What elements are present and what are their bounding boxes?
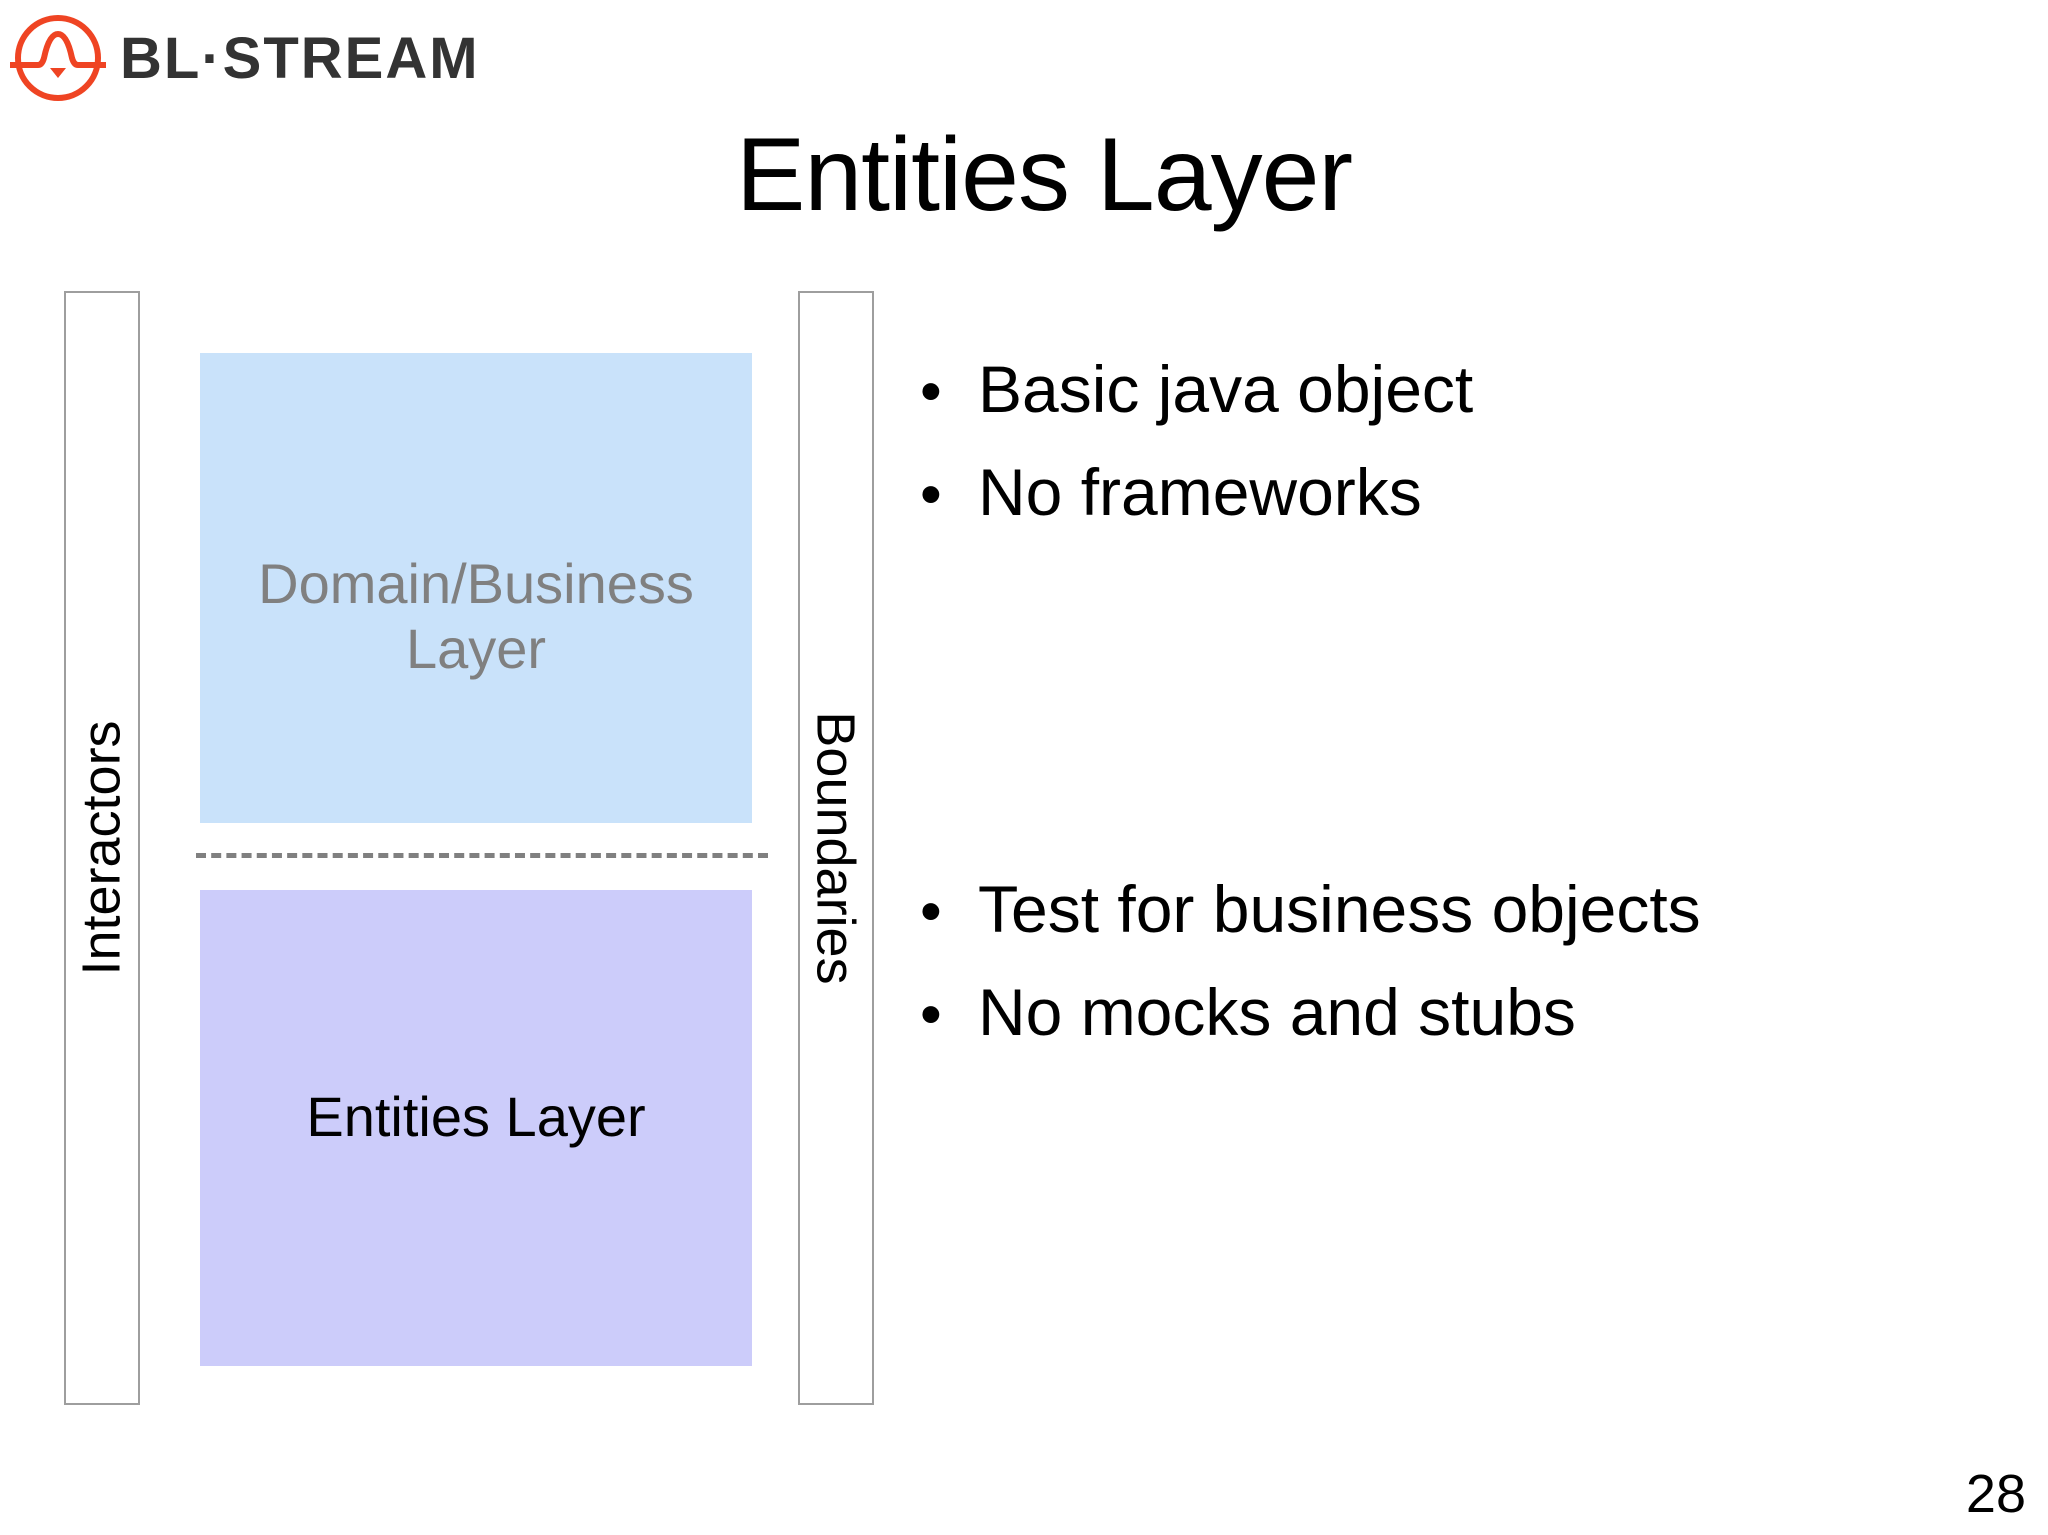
page-number: 28 xyxy=(1965,1464,2026,1524)
layer-box-domain-business: Domain/Business Layer xyxy=(200,353,752,823)
bl-stream-wave-circle-icon xyxy=(10,15,106,101)
diagram-column-boundaries: Boundaries xyxy=(798,291,874,1405)
list-item: • Test for business objects xyxy=(920,872,2020,946)
bullet-group-entities-testing: • Test for business objects • No mocks a… xyxy=(920,872,2020,1082)
layer-box-entities: Entities Layer xyxy=(200,890,752,1366)
bullet-dot-icon: • xyxy=(920,357,942,426)
layer-label-entities: Entities Layer xyxy=(306,1084,646,1148)
bullet-text: No mocks and stubs xyxy=(978,975,1576,1050)
interactors-label: Interactors xyxy=(72,720,133,976)
boundaries-label: Boundaries xyxy=(806,711,867,985)
bullet-text: No frameworks xyxy=(978,455,1422,530)
bullet-text: Basic java object xyxy=(978,352,1474,426)
layer-label-domain-business: Domain/Business Layer xyxy=(258,552,694,680)
bullet-group-entities-properties: • Basic java object • No frameworks xyxy=(920,352,2020,562)
list-item: • No mocks and stubs xyxy=(920,975,2020,1050)
bullet-dot-icon: • xyxy=(920,980,942,1050)
bullet-text: Test for business objects xyxy=(978,872,1701,946)
bullet-dot-icon: • xyxy=(920,877,942,946)
architecture-diagram: Interactors Boundaries Domain/Business L… xyxy=(0,0,900,1535)
list-item: • Basic java object xyxy=(920,352,2020,426)
list-item: • No frameworks xyxy=(920,455,2020,530)
diagram-column-interactors: Interactors xyxy=(64,291,140,1405)
brand-wordmark: BL·STREAM xyxy=(120,26,480,91)
page-title: Entities Layer xyxy=(735,117,1353,233)
bullet-dot-icon: • xyxy=(920,460,942,530)
layer-divider-dashed xyxy=(196,853,768,858)
brand-logo: BL·STREAM xyxy=(8,8,480,108)
